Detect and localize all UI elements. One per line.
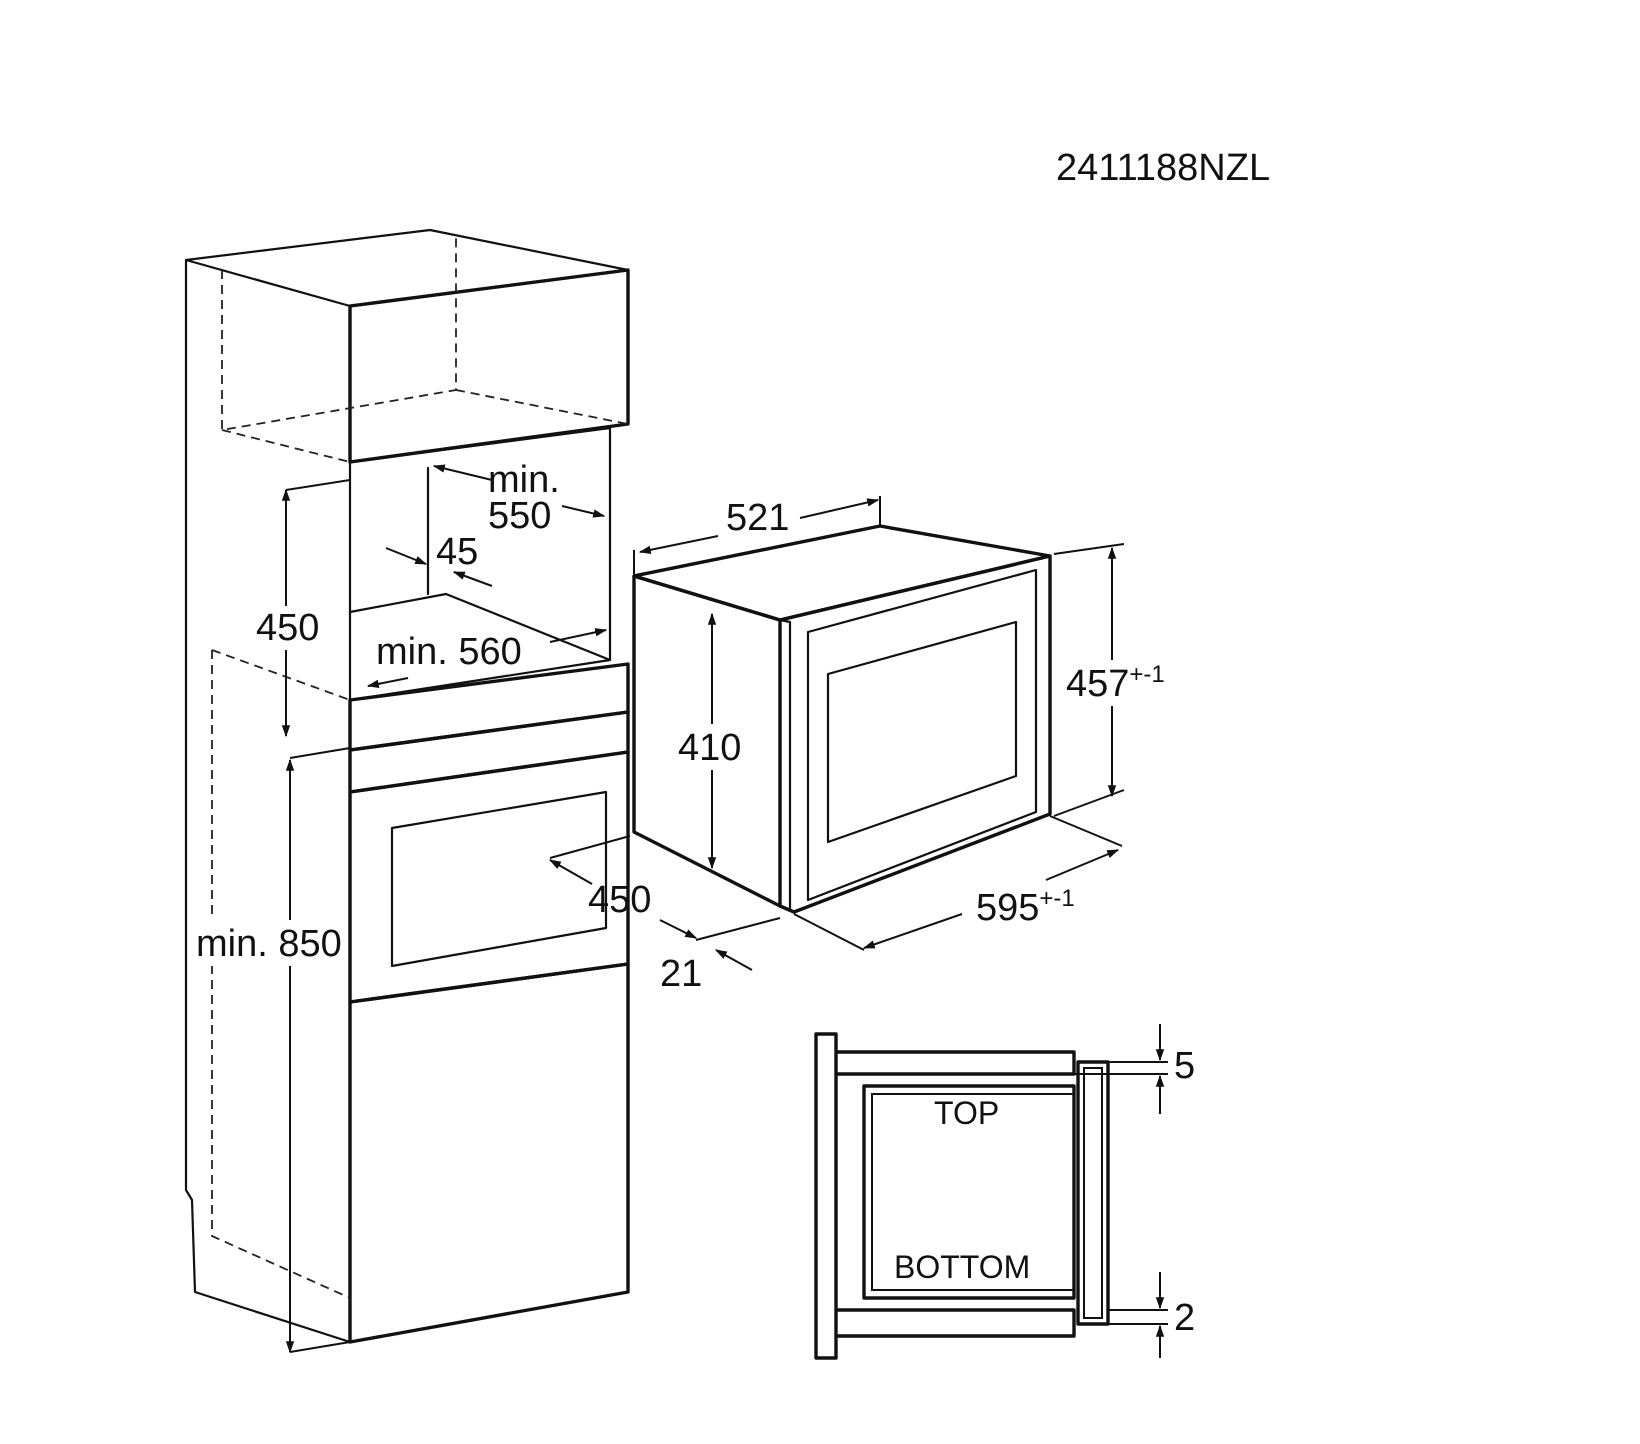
label-450-depth: 450 bbox=[588, 879, 651, 921]
dim-45-arrow-right bbox=[452, 571, 493, 587]
dim-595-ext-right bbox=[1049, 815, 1123, 847]
label-595: 595+-1 bbox=[976, 885, 1075, 929]
oven-control-panel bbox=[348, 710, 630, 794]
dim-521-arrow-left bbox=[638, 535, 719, 554]
oven-window bbox=[390, 790, 608, 968]
label-2: 2 bbox=[1174, 1297, 1195, 1339]
appliance-frame-edge bbox=[778, 618, 792, 912]
dim-595-arrow-right bbox=[1045, 849, 1120, 881]
label-min-850: min. 850 bbox=[196, 923, 342, 965]
cabinet-top-edge bbox=[184, 228, 630, 272]
label-bottom: BOTTOM bbox=[894, 1249, 1030, 1285]
appliance-side-top bbox=[633, 574, 781, 622]
dim-595-ext-left bbox=[793, 913, 865, 951]
appliance-door-inner bbox=[806, 568, 1038, 902]
label-450-height: 450 bbox=[256, 607, 319, 649]
hidden-lines-top bbox=[221, 236, 457, 432]
label-550: 550 bbox=[488, 495, 551, 537]
label-45: 45 bbox=[436, 531, 478, 573]
appliance-window bbox=[826, 620, 1018, 844]
appliance-dimensions: 521 410 457+-1 595+-1 bbox=[633, 496, 1188, 951]
dim-457-ext-bottom bbox=[1053, 789, 1125, 817]
dim-21-ext bbox=[695, 917, 781, 941]
dim-450-depth-arrow-right bbox=[659, 919, 698, 939]
dim-457-ext-top bbox=[1053, 543, 1125, 555]
dim-560-arrow-right bbox=[549, 628, 608, 643]
label-450-bg bbox=[250, 606, 332, 650]
dim-521-arrow-right bbox=[799, 498, 880, 519]
label-457-bg bbox=[1064, 660, 1188, 706]
section-frame-inner bbox=[1083, 1067, 1103, 1319]
dim-550-arrow-right bbox=[561, 505, 606, 518]
hidden-lines-lower bbox=[211, 650, 351, 1299]
dim-450-depth-ext bbox=[549, 835, 631, 859]
lower-door bbox=[348, 962, 630, 1344]
label-5: 5 bbox=[1174, 1045, 1195, 1087]
label-410: 410 bbox=[678, 727, 741, 769]
section-top-board bbox=[836, 1050, 1076, 1076]
tall-cabinet bbox=[184, 228, 630, 1344]
upper-compartment-front bbox=[348, 268, 630, 464]
appliance bbox=[632, 524, 1052, 914]
label-521: 521 bbox=[726, 497, 789, 539]
hidden-line-top-bottom bbox=[221, 429, 351, 463]
label-min-560: min. 560 bbox=[376, 631, 522, 673]
dim-45-arrow-left bbox=[385, 547, 428, 565]
model-code: 2411188NZL bbox=[1056, 147, 1270, 189]
label-min: min. bbox=[488, 459, 560, 501]
dim-560-arrow-left bbox=[366, 677, 409, 689]
dim-595-arrow-left bbox=[862, 913, 963, 949]
appliance-side bbox=[632, 576, 781, 908]
appliance-front bbox=[778, 554, 1052, 914]
dim-450-depth-arrow-left bbox=[548, 859, 593, 885]
label-850-bg bbox=[194, 920, 346, 966]
hidden-line-top-right bbox=[455, 389, 629, 425]
hidden-line-lower-top bbox=[211, 649, 351, 701]
section-appliance-inner bbox=[871, 1093, 1075, 1291]
label-21: 21 bbox=[660, 953, 702, 995]
section-bottom-board bbox=[836, 1308, 1076, 1338]
niche-outline bbox=[348, 426, 612, 702]
niche-floor bbox=[348, 592, 612, 662]
divider-shelf bbox=[348, 662, 630, 752]
dim-450-ext-top bbox=[285, 479, 351, 491]
label-top: TOP bbox=[934, 1095, 999, 1131]
section-front-panel bbox=[814, 1032, 838, 1360]
dim-21-arrow bbox=[714, 949, 753, 971]
dim-850-ext-bottom bbox=[289, 1341, 351, 1353]
cabinet-dimensions: min. 550 45 450 min. 560 min. 850 450 21 bbox=[194, 459, 781, 1354]
dim-850-ext-top bbox=[289, 747, 351, 759]
dim-550-arrow-left bbox=[432, 464, 493, 481]
label-410-bg bbox=[676, 724, 752, 770]
label-457: 457+-1 bbox=[1066, 661, 1165, 705]
section-frame bbox=[1076, 1060, 1110, 1326]
cabinet-side-panel bbox=[184, 258, 352, 1344]
section-view: TOP BOTTOM 5 2 bbox=[814, 1024, 1195, 1360]
